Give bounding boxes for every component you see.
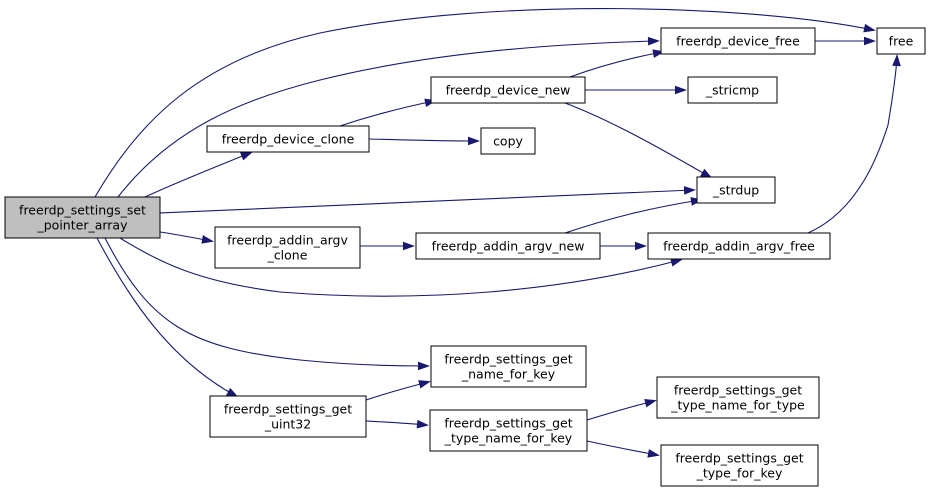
node-label: _type_name_for_type <box>670 398 805 413</box>
edge-root-to-device-free <box>117 40 658 198</box>
edge-device-free-to-free-arrowhead <box>864 36 876 46</box>
edge-root-to-addin-clone-arrowhead <box>201 235 214 244</box>
node-label: freerdp_device_clone <box>222 132 355 147</box>
node-box <box>4 196 161 239</box>
node-label: _clone <box>267 248 308 263</box>
node-addin-free[interactable]: freerdp_addin_argv_free <box>647 232 831 260</box>
node-box <box>656 376 820 419</box>
edge-addin-clone-to-addin-new-arrowhead <box>403 241 415 251</box>
node-box <box>206 125 370 153</box>
edge-addin-free-to-free <box>807 56 898 234</box>
edge-root-to-device-clone-arrowhead <box>240 151 253 161</box>
node-box <box>415 232 601 260</box>
edge-root-to-device-free-arrowhead <box>647 36 660 46</box>
node-box <box>660 444 819 487</box>
edge-root-to-free <box>94 8 874 198</box>
edge-root-to-name-for-key-arrowhead <box>417 361 430 371</box>
node-device-clone[interactable]: freerdp_device_clone <box>206 125 370 153</box>
edge-device-clone-to-copy <box>368 138 478 142</box>
node-label: freerdp_settings_set <box>19 203 146 218</box>
node-strdup[interactable]: _strdup <box>696 176 776 204</box>
edges-layer <box>94 8 901 458</box>
node-get-uint32[interactable]: freerdp_settings_get_uint32 <box>209 395 367 438</box>
node-box <box>429 409 588 452</box>
edge-addin-new-to-strdup <box>564 199 701 234</box>
node-label: freerdp_settings_get <box>674 383 802 398</box>
edge-root-to-addin-free-arrowhead <box>670 258 683 267</box>
node-label: free <box>889 34 914 49</box>
edge-device-clone-to-device-new <box>339 100 435 127</box>
edge-root-to-get-uint32 <box>96 237 237 397</box>
edge-get-uint32-to-type-name-for-key <box>365 420 427 426</box>
node-label: freerdp_device_free <box>676 34 800 49</box>
edge-get-uint32-to-name-for-key <box>365 381 429 401</box>
edge-root-to-strdup-arrowhead <box>683 186 696 195</box>
edge-device-clone-to-copy-arrowhead <box>467 136 480 146</box>
node-label: freerdp_settings_get <box>675 451 803 466</box>
node-label: _strdup <box>712 183 759 198</box>
node-label: _pointer_array <box>37 218 129 233</box>
node-box <box>430 76 586 104</box>
node-label: _uint32 <box>264 417 311 432</box>
edge-root-to-free-arrowhead <box>863 23 876 33</box>
node-label: _type_for_key <box>696 466 783 481</box>
edge-root-to-device-clone <box>144 152 251 198</box>
node-addin-new[interactable]: freerdp_addin_argv_new <box>415 232 601 260</box>
node-type-name-for-key[interactable]: freerdp_settings_get_type_name_for_key <box>429 409 588 452</box>
edge-device-new-to-strdup <box>564 102 711 178</box>
edge-root-to-name-for-key <box>104 237 428 367</box>
node-label: copy <box>493 134 523 149</box>
node-stricmp[interactable]: _stricmp <box>687 76 778 104</box>
node-box <box>480 127 536 155</box>
node-label: _stricmp <box>705 83 759 98</box>
edge-get-uint32-to-name-for-key-arrowhead <box>418 380 431 389</box>
node-box <box>430 345 587 388</box>
edge-device-new-to-device-free <box>569 51 663 78</box>
node-root[interactable]: freerdp_settings_set_pointer_array <box>4 196 161 239</box>
node-free[interactable]: free <box>876 27 926 55</box>
node-label: freerdp_addin_argv_new <box>432 239 585 254</box>
node-name-for-key[interactable]: freerdp_settings_get_name_for_key <box>430 345 587 388</box>
edge-type-name-for-key-to-type-name-for-type <box>586 400 655 421</box>
node-box <box>209 395 367 438</box>
node-box <box>647 232 831 260</box>
edge-root-to-addin-free <box>119 237 681 297</box>
node-label: freerdp_addin_argv <box>227 233 348 248</box>
node-device-free[interactable]: freerdp_device_free <box>660 27 816 55</box>
edge-root-to-strdup <box>159 189 694 214</box>
nodes-layer: freerdp_settings_set_pointer_array free fr… <box>4 27 926 487</box>
node-label: _type_name_for_key <box>444 431 573 446</box>
node-box <box>660 27 816 55</box>
node-label: freerdp_settings_get <box>444 416 572 431</box>
node-box <box>876 27 926 55</box>
node-device-new[interactable]: freerdp_device_new <box>430 76 586 104</box>
node-box <box>696 176 776 204</box>
edge-type-name-for-key-to-type-name-for-type-arrowhead <box>644 399 657 408</box>
node-label: _name_for_key <box>461 367 556 382</box>
node-label: freerdp_device_new <box>446 83 571 98</box>
node-label: freerdp_settings_get <box>444 352 572 367</box>
edge-type-name-for-key-to-type-for-key-arrowhead <box>647 449 660 458</box>
node-label: freerdp_addin_argv_free <box>663 239 815 254</box>
node-type-name-for-type[interactable]: freerdp_settings_get_type_name_for_type <box>656 376 820 419</box>
edge-type-name-for-key-to-type-for-key <box>586 440 658 456</box>
node-box <box>214 226 361 269</box>
node-copy[interactable]: copy <box>480 127 536 155</box>
edge-addin-new-to-addin-free-arrowhead <box>635 241 647 251</box>
node-label: freerdp_settings_get <box>224 402 352 417</box>
edge-get-uint32-to-type-name-for-key-arrowhead <box>416 419 429 429</box>
node-type-for-key[interactable]: freerdp_settings_get_type_for_key <box>660 444 819 487</box>
node-addin-clone[interactable]: freerdp_addin_argv_clone <box>214 226 361 269</box>
edge-addin-free-to-free-arrowhead <box>892 54 901 67</box>
edge-device-new-to-stricmp-arrowhead <box>675 85 687 95</box>
node-box <box>687 76 778 104</box>
